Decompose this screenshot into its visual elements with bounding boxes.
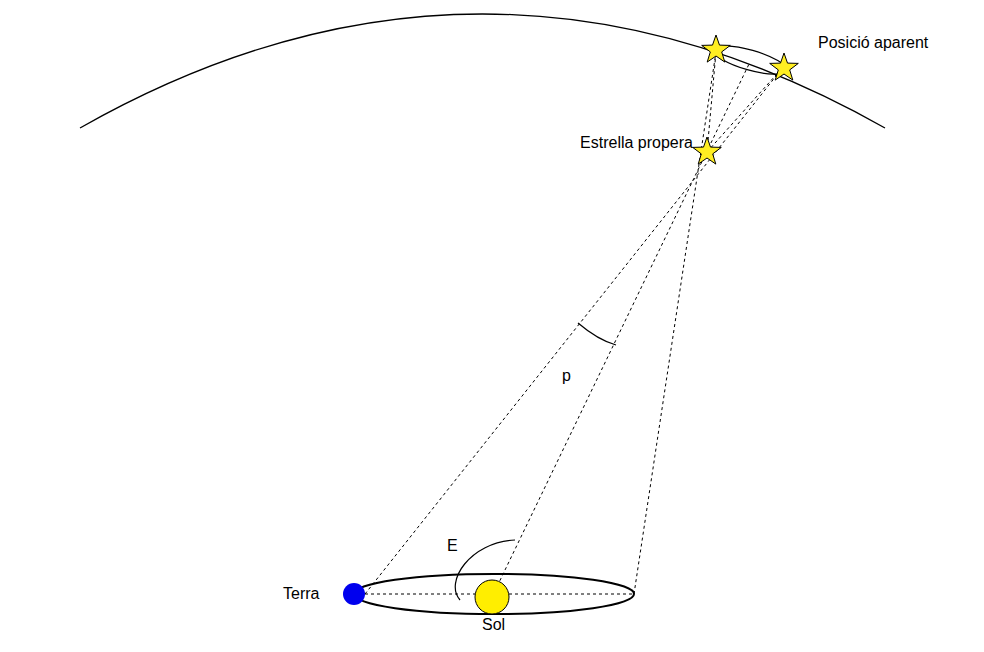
sight-lines (365, 52, 784, 597)
celestial-sphere (80, 14, 885, 128)
star-label: Posició aparent (818, 33, 928, 52)
angle-arc (578, 323, 616, 345)
sun-label: Sol (482, 615, 505, 634)
stars (693, 35, 799, 164)
earth (343, 583, 365, 605)
angle-label: E (447, 536, 458, 555)
sun (475, 580, 509, 614)
planet-label: Terra (283, 584, 319, 603)
orbit (354, 574, 634, 614)
angle-label: p (562, 366, 571, 385)
star-label: Estrella propera (580, 133, 693, 152)
